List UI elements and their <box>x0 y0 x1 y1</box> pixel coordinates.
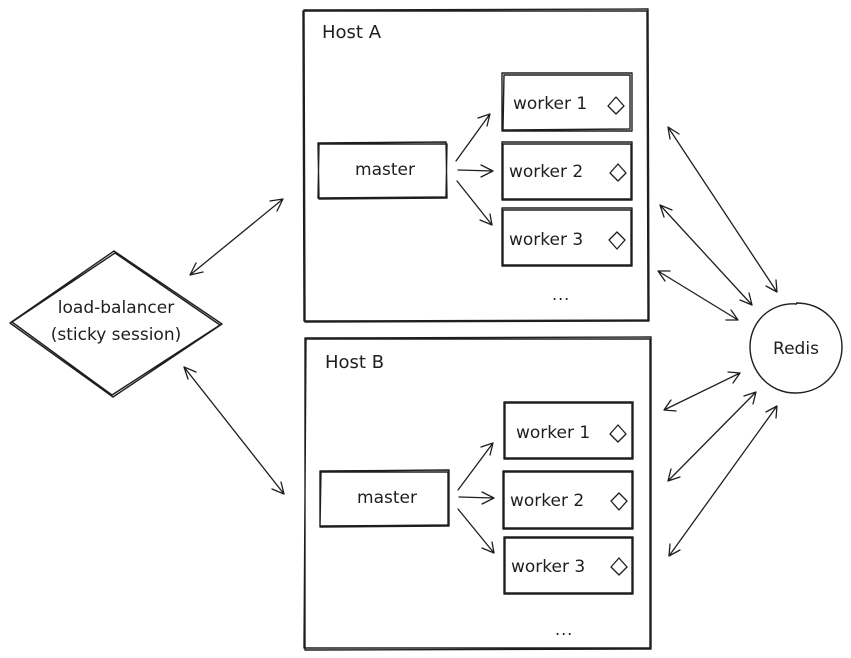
diamond-icon <box>607 96 625 115</box>
host-b-box <box>303 336 652 651</box>
host-b-title: Host B <box>325 352 384 373</box>
host-a-title: Host A <box>322 22 382 43</box>
load-balancer-label-line2: (sticky session) <box>51 325 182 345</box>
diamond-icon <box>609 163 627 182</box>
arrow-redis-host-b-worker-2 <box>667 391 757 482</box>
arrow-master-worker-3 <box>457 508 495 554</box>
host-a-master-box <box>317 141 448 200</box>
host-a-box <box>302 8 650 323</box>
diamond-icon <box>610 492 628 511</box>
load-balancer: load-balancer (sticky session) <box>9 250 223 398</box>
arrow-master-worker-3 <box>456 180 493 226</box>
host-b-master-to-worker-arrows <box>457 442 495 554</box>
host-b: Host B master worker 1 worker 2 worker 3… <box>303 336 652 651</box>
load-balancer-label-line1: load-balancer <box>58 298 174 318</box>
host-a-worker-3-box <box>501 207 633 267</box>
diamond-icon <box>609 424 627 443</box>
diamond-icon <box>610 557 628 576</box>
host-b-master-box <box>319 469 450 528</box>
arrow-redis-host-a-worker-3 <box>657 270 739 321</box>
redis-connections <box>657 126 778 557</box>
host-b-worker-1-box <box>503 401 634 460</box>
host-b-worker-3-box <box>503 536 634 595</box>
host-b-worker-2-box <box>502 470 634 530</box>
arrow-redis-host-b-worker-3 <box>668 405 778 557</box>
load-balancer-connections <box>183 198 285 495</box>
host-b-worker-2-label: worker 2 <box>510 491 584 511</box>
arrow-redis-host-a-worker-2 <box>659 204 753 306</box>
host-a-master-to-worker-arrows <box>455 113 494 226</box>
arrow-redis-host-b-worker-1 <box>663 371 741 412</box>
arrow-lb-host-b <box>183 366 285 495</box>
redis: Redis <box>749 302 843 394</box>
host-a-master-label: master <box>355 160 415 180</box>
host-a: Host A master worker 1 worker 2 worker 3… <box>302 8 650 323</box>
host-a-worker-1-label: worker 1 <box>513 94 587 114</box>
host-b-worker-1-label: worker 1 <box>516 423 590 443</box>
redis-label: Redis <box>773 339 819 359</box>
redis-circle <box>749 302 843 394</box>
load-balancer-diamond <box>9 250 223 398</box>
arrow-master-worker-2 <box>458 491 495 505</box>
arrow-master-worker-1 <box>457 442 494 491</box>
host-b-more-workers: ... <box>555 620 573 639</box>
diamond-icon <box>608 231 626 250</box>
arrow-lb-host-a <box>189 198 284 276</box>
arrow-master-worker-1 <box>455 113 491 162</box>
host-a-worker-2-label: worker 2 <box>509 162 583 182</box>
arrow-master-worker-2 <box>457 164 494 178</box>
host-a-worker-2-box <box>501 141 633 201</box>
arrow-redis-host-a-worker-1 <box>667 126 778 293</box>
host-b-worker-3-label: worker 3 <box>511 557 585 577</box>
host-b-master-label: master <box>357 488 417 508</box>
host-a-worker-1-box <box>501 72 633 132</box>
host-a-more-workers: ... <box>552 285 570 304</box>
host-a-worker-3-label: worker 3 <box>509 230 583 250</box>
